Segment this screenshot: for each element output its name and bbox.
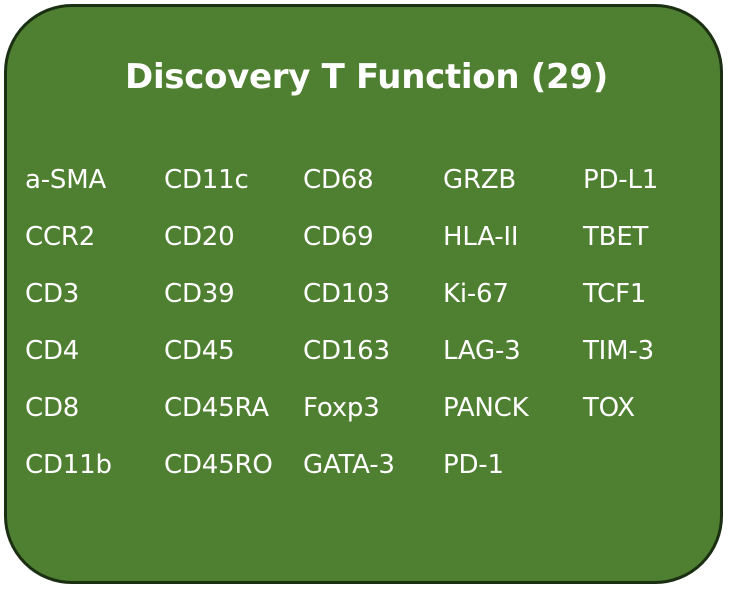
marker-grid: a-SMA CD11c CD68 GRZB PD-L1 CCR2 CD20 CD…	[25, 160, 713, 502]
marker-cell: CD20	[164, 222, 235, 252]
marker-cell: CD68	[303, 165, 374, 195]
marker-cell: a-SMA	[25, 165, 107, 195]
marker-cell: CD103	[303, 279, 390, 309]
marker-cell: GRZB	[443, 165, 517, 195]
marker-cell: CD69	[303, 222, 374, 252]
marker-cell: CD11c	[164, 165, 249, 195]
marker-cell: CD45RA	[164, 393, 269, 423]
marker-cell: CD4	[25, 336, 80, 366]
marker-cell: CD3	[25, 279, 80, 309]
marker-panel: Discovery T Function (29) a-SMA CD11c CD…	[4, 4, 723, 584]
marker-cell: CD8	[25, 393, 80, 423]
panel-title: Discovery T Function (29)	[125, 57, 608, 97]
marker-cell: TIM-3	[583, 336, 654, 366]
marker-cell: CD45RO	[164, 450, 273, 480]
marker-cell: Foxp3	[303, 393, 380, 423]
marker-cell: CD39	[164, 279, 235, 309]
marker-cell: CD45	[164, 336, 235, 366]
marker-cell	[583, 445, 713, 502]
marker-cell: HLA-II	[443, 222, 519, 252]
marker-cell: PD-1	[443, 450, 504, 480]
marker-cell: CCR2	[25, 222, 96, 252]
marker-cell: LAG-3	[443, 336, 521, 366]
marker-cell: TCF1	[583, 279, 647, 309]
marker-cell: TBET	[583, 222, 649, 252]
marker-cell: PANCK	[443, 393, 529, 423]
marker-cell: PD-L1	[583, 165, 659, 195]
marker-cell: GATA-3	[303, 450, 395, 480]
marker-cell: CD163	[303, 336, 390, 366]
marker-cell: CD11b	[25, 450, 112, 480]
marker-cell: TOX	[583, 393, 635, 423]
marker-cell: Ki-67	[443, 279, 509, 309]
